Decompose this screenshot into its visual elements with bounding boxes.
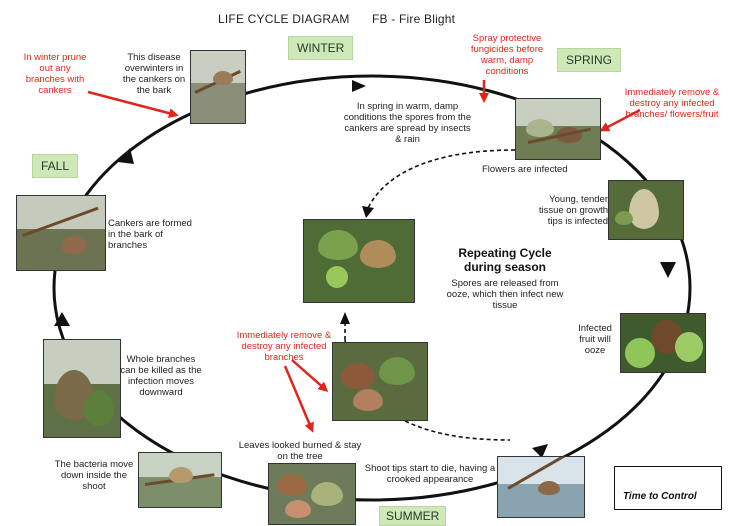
stage-whole-branches: Whole branches can be killed as the infe…: [120, 354, 202, 398]
season-summer: SUMMER: [379, 506, 447, 526]
cycle-arrow-spring-right: [660, 262, 676, 278]
photo-spring-flowers: [515, 98, 601, 160]
stage-bacteria-move: The bacteria move down inside the shoot: [54, 459, 134, 492]
photo-repeat-lower: [332, 342, 428, 421]
control-spray: Spray protective fungicides before warm,…: [470, 33, 544, 77]
stage-flowers: Flowers are infected: [482, 164, 568, 175]
control-arrow-spring-remove: [599, 108, 641, 132]
season-fall: FALL: [32, 154, 79, 178]
control-arrow-summer-2: [283, 365, 314, 433]
photo-shoot-tips: [497, 456, 585, 518]
season-spring: SPRING: [557, 48, 622, 72]
photo-cankers-formed: [16, 195, 106, 271]
control-winter-prune: In winter prune out any branches with ca…: [23, 52, 87, 96]
photo-young-tissue: [608, 180, 684, 240]
repeat-arrow-top: [362, 206, 374, 218]
stage-young-tissue: Young, tender tissue on growth tips is i…: [538, 194, 608, 227]
cycle-arrow-winter: [352, 80, 366, 92]
control-remove-spring: Immediately remove & destroy any infecte…: [624, 87, 720, 120]
photo-bacteria-shoot: [138, 452, 222, 508]
stage-fruit-ooze: Infected fruit will ooze: [578, 323, 612, 356]
photo-repeat-upper: [303, 219, 415, 303]
cycle-arrow-summer-right: [532, 444, 548, 458]
stage-cankers-formed: Cankers are formed in the bark of branch…: [108, 218, 192, 251]
cycle-arrow-fall-upper: [118, 148, 134, 164]
legend-box: Time to Control: [614, 466, 722, 510]
center-body: Spores are released from ooze, which the…: [446, 278, 564, 311]
photo-leaves-burned: [268, 463, 356, 525]
control-arrow-winter: [87, 90, 179, 119]
photo-infected-fruit: [620, 313, 706, 373]
cycle-arrow-fall-lower: [54, 312, 70, 326]
stage-overwinter: This disease overwinters in the cankers …: [122, 52, 186, 96]
photo-winter-canker: [190, 50, 246, 124]
legend-label: Time to Control: [623, 491, 697, 502]
season-winter: WINTER: [288, 36, 354, 60]
center-title: Repeating Cycle during season: [458, 246, 552, 274]
stage-leaves-burned: Leaves looked burned & stay on the tree: [238, 440, 362, 462]
control-remove-summer: Immediately remove & destroy any infecte…: [236, 330, 332, 363]
diagram-subtitle: FB - Fire Blight: [372, 12, 456, 26]
diagram-title: LIFE CYCLE DIAGRAM: [218, 12, 350, 26]
repeat-cycle: [364, 149, 516, 216]
stage-spring-spread: In spring in warm, damp conditions the s…: [343, 101, 472, 145]
stage-shoot-tips: Shoot tips start to die, having a crooke…: [364, 463, 496, 485]
control-arrow-summer-1: [291, 359, 329, 392]
repeat-arrow-mid: [340, 312, 350, 324]
cycle-ring: [52, 74, 692, 502]
photo-whole-branches: [43, 339, 121, 438]
